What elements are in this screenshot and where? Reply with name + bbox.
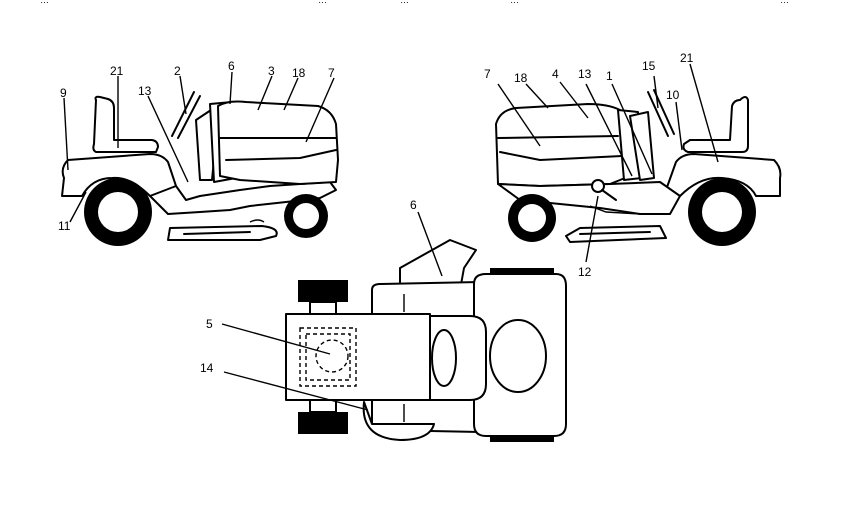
- steering-wheel: [647, 91, 669, 137]
- callout-number: 18: [292, 66, 306, 80]
- front-wheel-top: [490, 268, 554, 276]
- steering-wheel: [171, 91, 195, 137]
- callout-number: 7: [328, 66, 335, 80]
- callout-number: 21: [680, 51, 694, 65]
- tractor-right-side-view: [495, 63, 782, 263]
- decal-outline: [299, 327, 357, 387]
- header-fragment: …: [510, 0, 519, 5]
- callout-number: 14: [200, 361, 214, 375]
- hood: [495, 103, 631, 187]
- callout-number: 9: [60, 86, 67, 100]
- tractor-left-side-view: [61, 71, 339, 246]
- callout-labels: 9 21 2 13 6 3 18 7 11 7 18 4 13 1 15 21 …: [58, 51, 694, 375]
- rear-wheel-top: [298, 412, 348, 434]
- steering-column: [629, 111, 655, 181]
- callout-number: 10: [666, 88, 680, 102]
- hood-dome: [489, 319, 547, 393]
- hood: [217, 100, 339, 185]
- callout-number: 3: [268, 64, 275, 78]
- callout-number: 12: [578, 265, 592, 279]
- callout-number: 21: [110, 64, 124, 78]
- seat: [682, 96, 749, 153]
- callout-number: 18: [514, 71, 528, 85]
- header-fragment: …: [318, 0, 327, 5]
- callout-number: 2: [174, 64, 181, 78]
- callout-number: 15: [642, 59, 656, 73]
- callout-number: 4: [552, 67, 559, 81]
- rear-wheel-top: [298, 280, 348, 302]
- header-strip: … … … … …: [40, 0, 789, 5]
- callout-number: 5: [206, 317, 213, 331]
- callout-number: 13: [578, 67, 592, 81]
- callout-number: 6: [228, 59, 235, 73]
- chassis-side-panel: [149, 181, 337, 215]
- callout-number: 7: [484, 67, 491, 81]
- front-wheel-top: [490, 434, 554, 442]
- header-fragment: …: [780, 0, 789, 5]
- tractor-top-view: [221, 211, 567, 442]
- header-fragment: …: [40, 0, 49, 5]
- callout-number: 6: [410, 198, 417, 212]
- header-fragment: …: [400, 0, 409, 5]
- rear-deck: [285, 313, 431, 401]
- seat: [92, 95, 159, 153]
- callout-number: 1: [606, 69, 613, 83]
- callout-number: 13: [138, 84, 152, 98]
- callout-number: 11: [58, 219, 71, 233]
- ignition-key: [591, 179, 605, 193]
